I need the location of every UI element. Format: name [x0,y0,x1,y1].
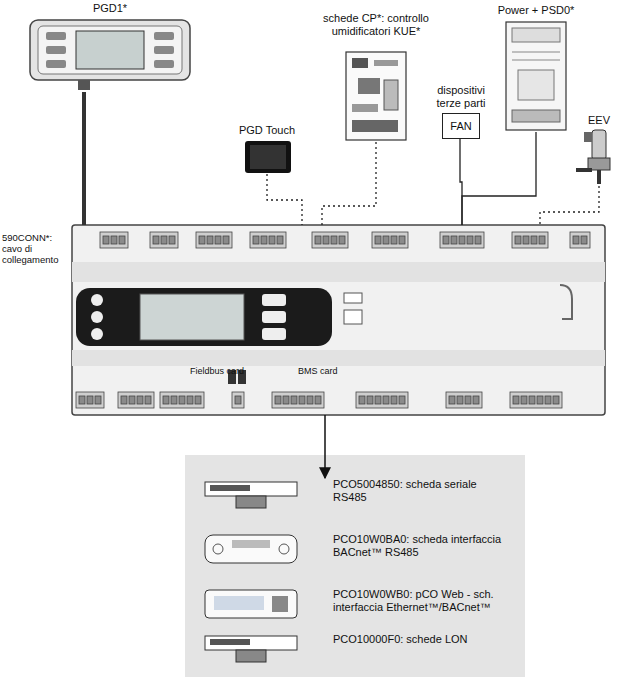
card-panel [185,455,525,677]
connector [540,186,599,225]
node-label: Fieldbus card [190,365,244,378]
third-party-fan: dispositivi terze partiFAN [425,84,497,139]
cp-board-box: schede CP*: controllo umidificatori KUE* [316,12,436,142]
card-box: PCO10000F0: schede LON [195,633,515,669]
node-label: dispositivi terze parti [425,84,497,110]
connector [462,132,536,225]
node-label: PCO10000F0: schede LON [333,633,511,646]
eev-valve [576,130,610,184]
device-label: FAN [442,113,480,139]
cp-board [346,52,406,140]
pco5-controller [72,225,605,415]
serial-card [205,482,297,508]
terminal-blocks [76,232,590,408]
card-box: PCO10W0WB0: pCO Web - sch. interfaccia E… [195,588,515,624]
node-label: schede CP*: controllo umidificatori KUE* [316,12,436,38]
node-label: EEV [578,114,620,127]
node-label: Power + PSD0* [494,4,578,17]
node-label: PGD1* [30,2,190,15]
power-plus-drive [506,22,566,130]
pgd-touch-box: PGD Touch [222,124,312,174]
node-label: PCO10W0BA0: scheda interfaccia BACnet™ R… [333,533,511,559]
lon-card [205,636,297,662]
connector [322,142,376,225]
node-label: BMS card [298,365,338,378]
node-label: PGD Touch [222,124,312,137]
card-box: PCO5004850: scheda seriale RS485 [195,478,515,514]
bacnet-card [205,535,297,563]
node-label: PCO10W0WB0: pCO Web - sch. interfaccia E… [333,588,511,614]
pgd-touch-screen [245,141,291,173]
controller-box: Fieldbus card BMS card [72,225,605,415]
pgd1-display: PGD1* [30,2,190,92]
pgd1-terminal [30,20,190,90]
pco-web-card [205,590,297,618]
eev-box: EEV [578,114,620,186]
cable-label: 590CONN*: cavo di collegamento [2,232,68,265]
card-box: PCO10W0BA0: scheda interfaccia BACnet™ R… [195,533,515,569]
connector [267,174,302,225]
node-label: PCO5004850: scheda seriale RS485 [333,478,511,504]
connector [324,415,326,478]
connector [82,92,86,225]
power-plus-box: Power + PSD0* [494,4,578,132]
